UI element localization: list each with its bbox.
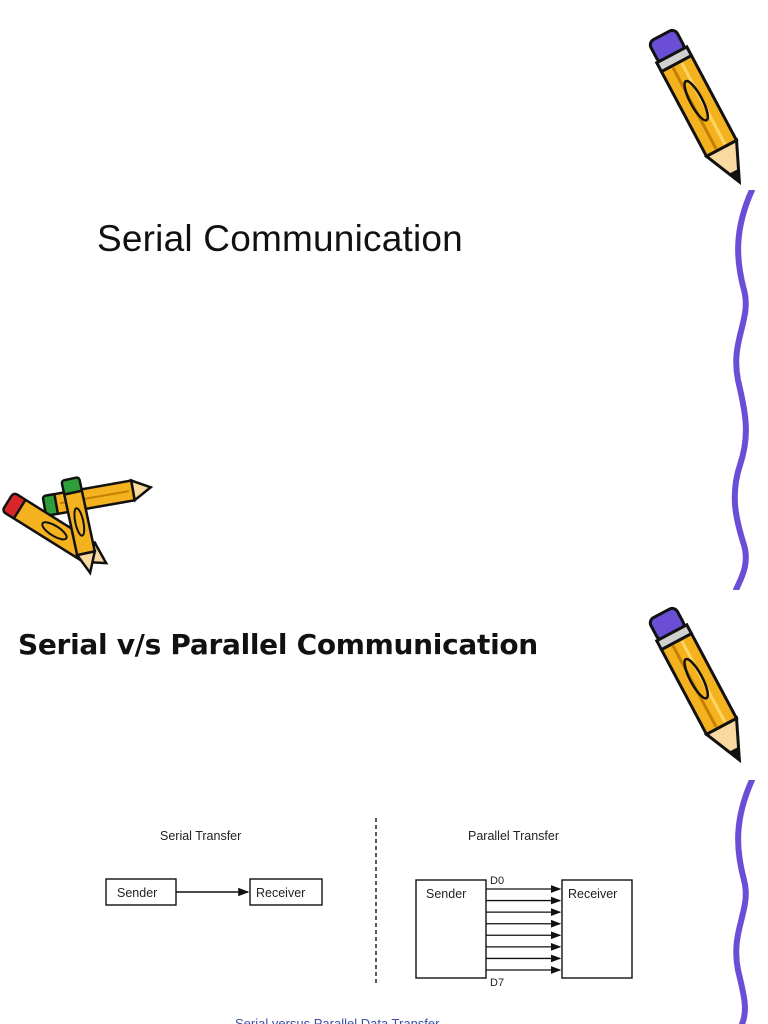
slide-1: Serial Communication [0,0,768,590]
parallel-d0-label: D0 [490,875,504,887]
parallel-receiver-label: Receiver [568,887,617,901]
squiggle-border [722,190,768,590]
serial-heading: Serial Transfer [160,829,241,843]
serial-receiver-label: Receiver [256,886,305,900]
serial-vs-parallel-diagram: Serial Transfer Sender Receiver Parallel… [90,810,650,1010]
parallel-d7-label: D7 [490,977,504,989]
pencil-icon [640,20,760,200]
pencil-icon [640,598,760,778]
diagram-caption: Serial versus Parallel Data Transfer [235,1016,439,1024]
parallel-lines [486,889,560,970]
slide-2: Serial v/s Parallel Communication Serial… [0,590,768,1024]
crossed-pencils-icon [0,470,160,580]
parallel-heading: Parallel Transfer [468,829,559,843]
serial-sender-label: Sender [117,886,157,900]
squiggle-border [722,780,768,1024]
parallel-sender-label: Sender [426,887,466,901]
slide-2-title: Serial v/s Parallel Communication [18,628,538,661]
slide-1-title: Serial Communication [97,218,463,260]
